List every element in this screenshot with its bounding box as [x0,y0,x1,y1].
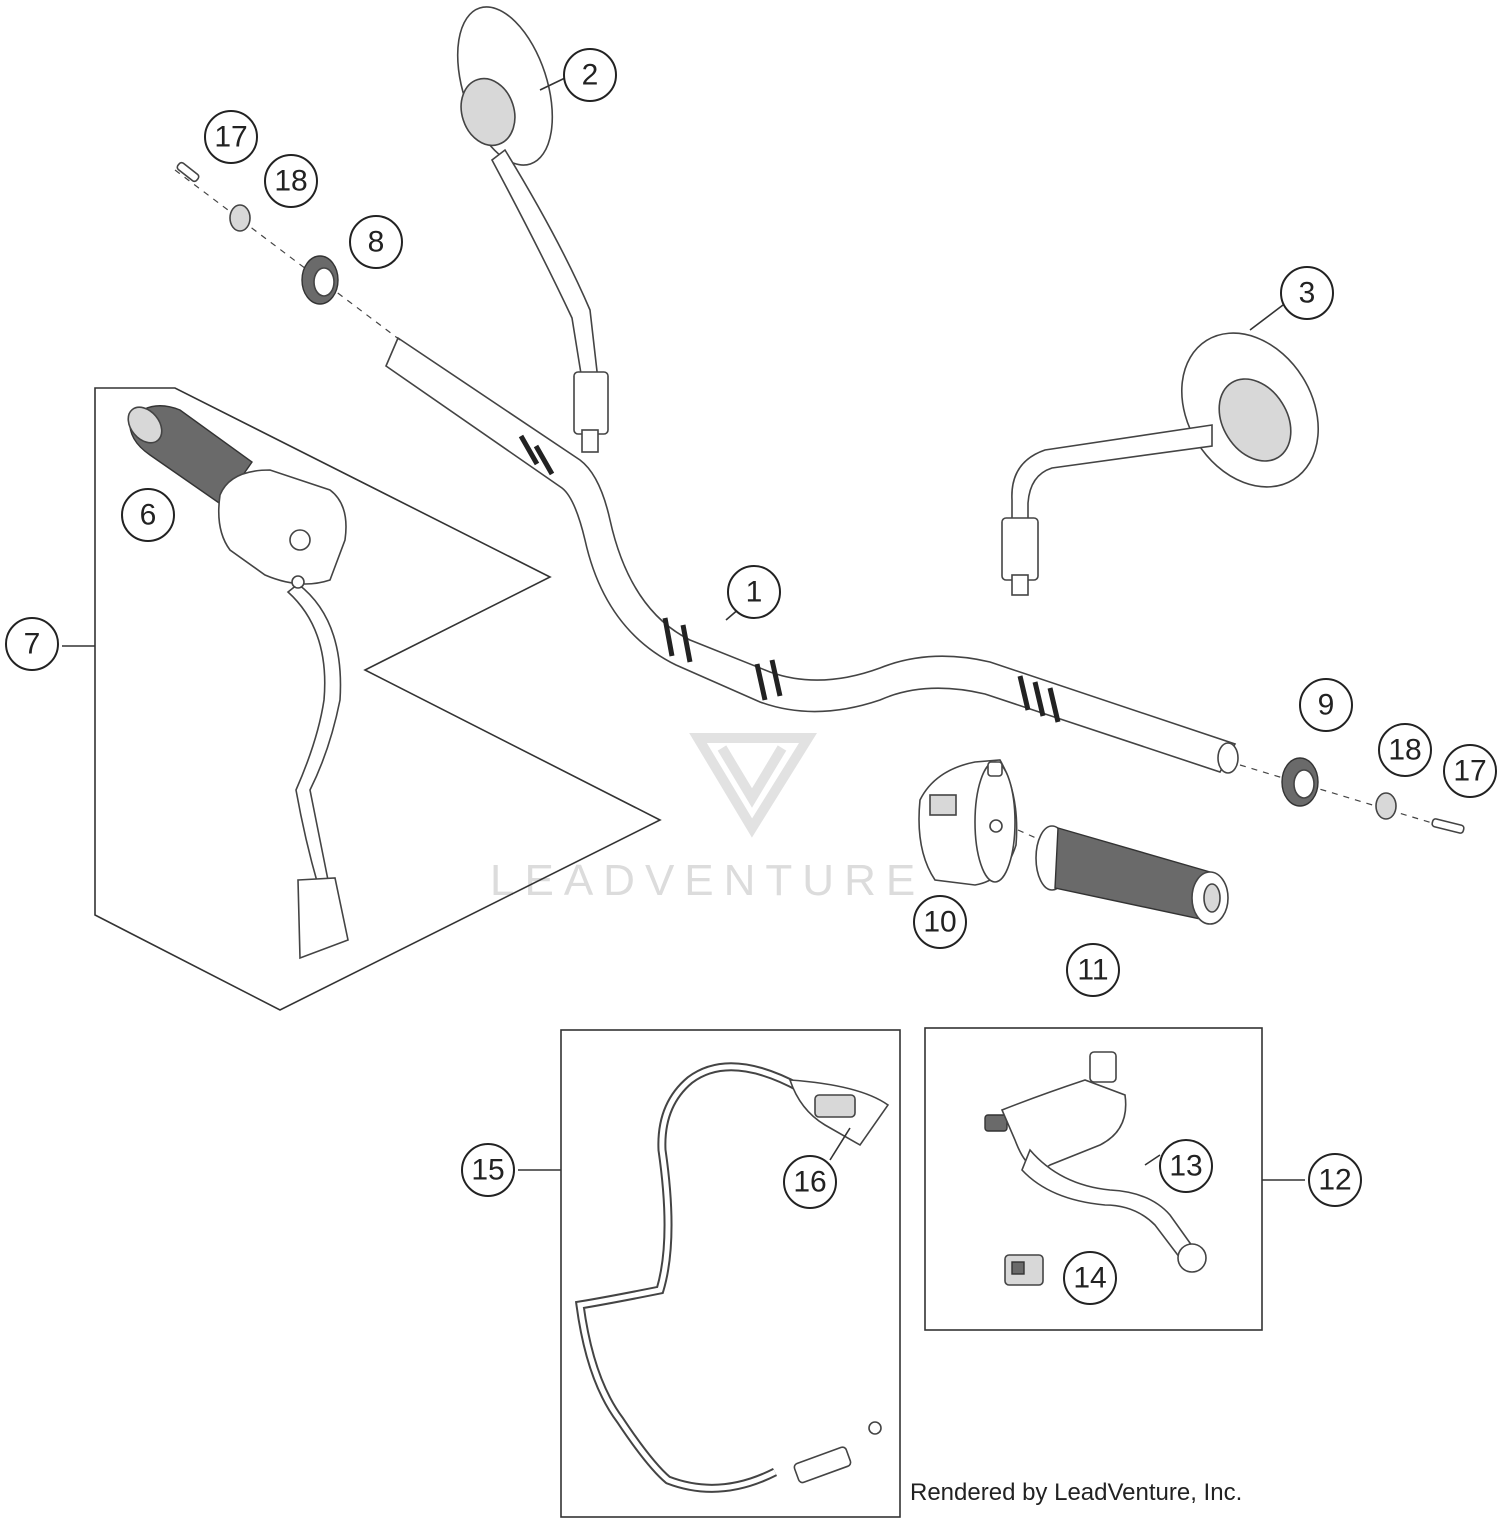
callout-1[interactable]: 1 [727,565,781,619]
left-hardware [174,161,401,341]
svg-text:17: 17 [214,121,247,154]
svg-text:16: 16 [793,1166,826,1199]
handlebar[interactable] [385,336,1239,774]
callout-14[interactable]: 14 [1063,1251,1117,1305]
callout-2[interactable]: 2 [563,48,617,102]
watermark-text: LEADVENTURE [490,856,925,905]
clutch-lever[interactable] [984,1051,1207,1273]
svg-text:9: 9 [1318,689,1335,722]
svg-text:2: 2 [582,59,599,92]
callout-15[interactable]: 15 [461,1143,515,1197]
svg-text:15: 15 [471,1154,504,1187]
leader-lines [539,77,1284,621]
svg-text:13: 13 [1169,1150,1202,1183]
svg-text:17: 17 [1453,755,1486,788]
callout-18-left[interactable]: 18 [264,154,318,208]
callout-18-right[interactable]: 18 [1378,723,1432,777]
svg-text:14: 14 [1073,1262,1106,1295]
callout-10[interactable]: 10 [913,895,967,949]
callout-12[interactable]: 12 [1308,1153,1362,1207]
clutch-cable[interactable] [574,1062,890,1493]
washer-right[interactable] [1375,792,1397,820]
watermark-logo-icon [689,733,817,838]
svg-text:7: 7 [24,628,41,661]
callout-17-left[interactable]: 17 [204,110,258,164]
callout-7[interactable]: 7 [5,617,59,671]
lever-group [924,1027,1305,1331]
mirror-left[interactable] [440,0,609,453]
svg-text:18: 18 [274,165,307,198]
svg-text:18: 18 [1388,734,1421,767]
svg-text:11: 11 [1077,954,1108,987]
callout-16[interactable]: 16 [783,1155,837,1209]
callouts: 1 2 3 6 7 8 9 10 11 12 13 14 15 16 17 17… [5,48,1497,1305]
washer-left[interactable] [229,204,251,232]
bolt-right[interactable] [1431,818,1465,834]
right-hardware [1239,757,1465,834]
bolt-left[interactable] [176,161,200,183]
cable-group [518,1029,901,1518]
svg-text:12: 12 [1318,1164,1351,1197]
callout-3[interactable]: 3 [1280,266,1334,320]
callout-9[interactable]: 9 [1299,678,1353,732]
throttle-group [62,387,662,1011]
throttle-grip[interactable] [121,401,349,960]
callout-11[interactable]: 11 [1066,943,1120,997]
lever-block[interactable] [1004,1254,1044,1286]
callout-6[interactable]: 6 [121,488,175,542]
callout-8[interactable]: 8 [349,215,403,269]
mirror-right[interactable] [1001,308,1346,596]
credit-text: Rendered by LeadVenture, Inc. [910,1479,1242,1506]
svg-text:10: 10 [923,906,956,939]
svg-text:6: 6 [140,499,157,532]
svg-text:3: 3 [1299,277,1316,310]
svg-text:1: 1 [746,576,763,609]
watermark: LEADVENTURE [490,733,925,905]
svg-text:8: 8 [368,226,385,259]
left-grip[interactable] [1035,825,1229,925]
switch-housing[interactable] [918,759,1018,886]
callout-17-right[interactable]: 17 [1443,744,1497,798]
callout-13[interactable]: 13 [1159,1139,1213,1193]
